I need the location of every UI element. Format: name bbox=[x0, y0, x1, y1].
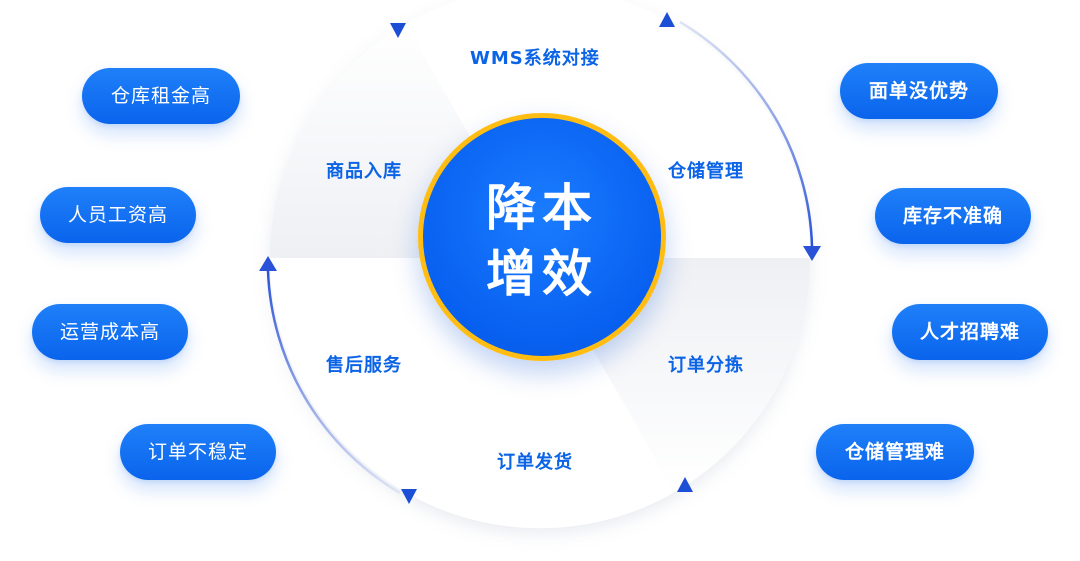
step-order-shipping: 订单发货 bbox=[497, 452, 573, 473]
center-circle: 降本 增效 bbox=[418, 113, 666, 361]
pain-point-operating-cost: 运营成本高 bbox=[32, 304, 188, 360]
arc-arrow-icon bbox=[679, 20, 821, 261]
step-inbound: 商品入库 bbox=[326, 161, 402, 182]
triangle-marker-icon bbox=[659, 12, 675, 27]
center-title-line1: 降本 bbox=[486, 179, 598, 237]
triangle-marker-icon bbox=[390, 23, 406, 38]
arc-arrow-icon bbox=[259, 256, 401, 495]
pain-point-inventory-accuracy: 库存不准确 bbox=[875, 188, 1031, 244]
pain-point-labor-cost: 人员工资高 bbox=[40, 187, 196, 243]
triangle-marker-icon bbox=[401, 489, 417, 504]
triangle-marker-icon bbox=[677, 477, 693, 492]
step-wms-integration: WMS系统对接 bbox=[470, 48, 600, 69]
center-title-line2: 增效 bbox=[486, 245, 598, 303]
pain-point-warehouse-management: 仓储管理难 bbox=[816, 424, 974, 480]
pain-point-waybill: 面单没优势 bbox=[840, 63, 998, 119]
sector-shipping bbox=[405, 258, 675, 529]
step-storage-management: 仓储管理 bbox=[668, 161, 744, 182]
pain-point-unstable-orders: 订单不稳定 bbox=[120, 424, 276, 480]
step-order-picking: 订单分拣 bbox=[668, 355, 744, 376]
step-after-sales: 售后服务 bbox=[326, 355, 402, 376]
pain-point-talent-hiring: 人才招聘难 bbox=[892, 304, 1048, 360]
pain-point-warehouse-rent: 仓库租金高 bbox=[82, 68, 240, 124]
